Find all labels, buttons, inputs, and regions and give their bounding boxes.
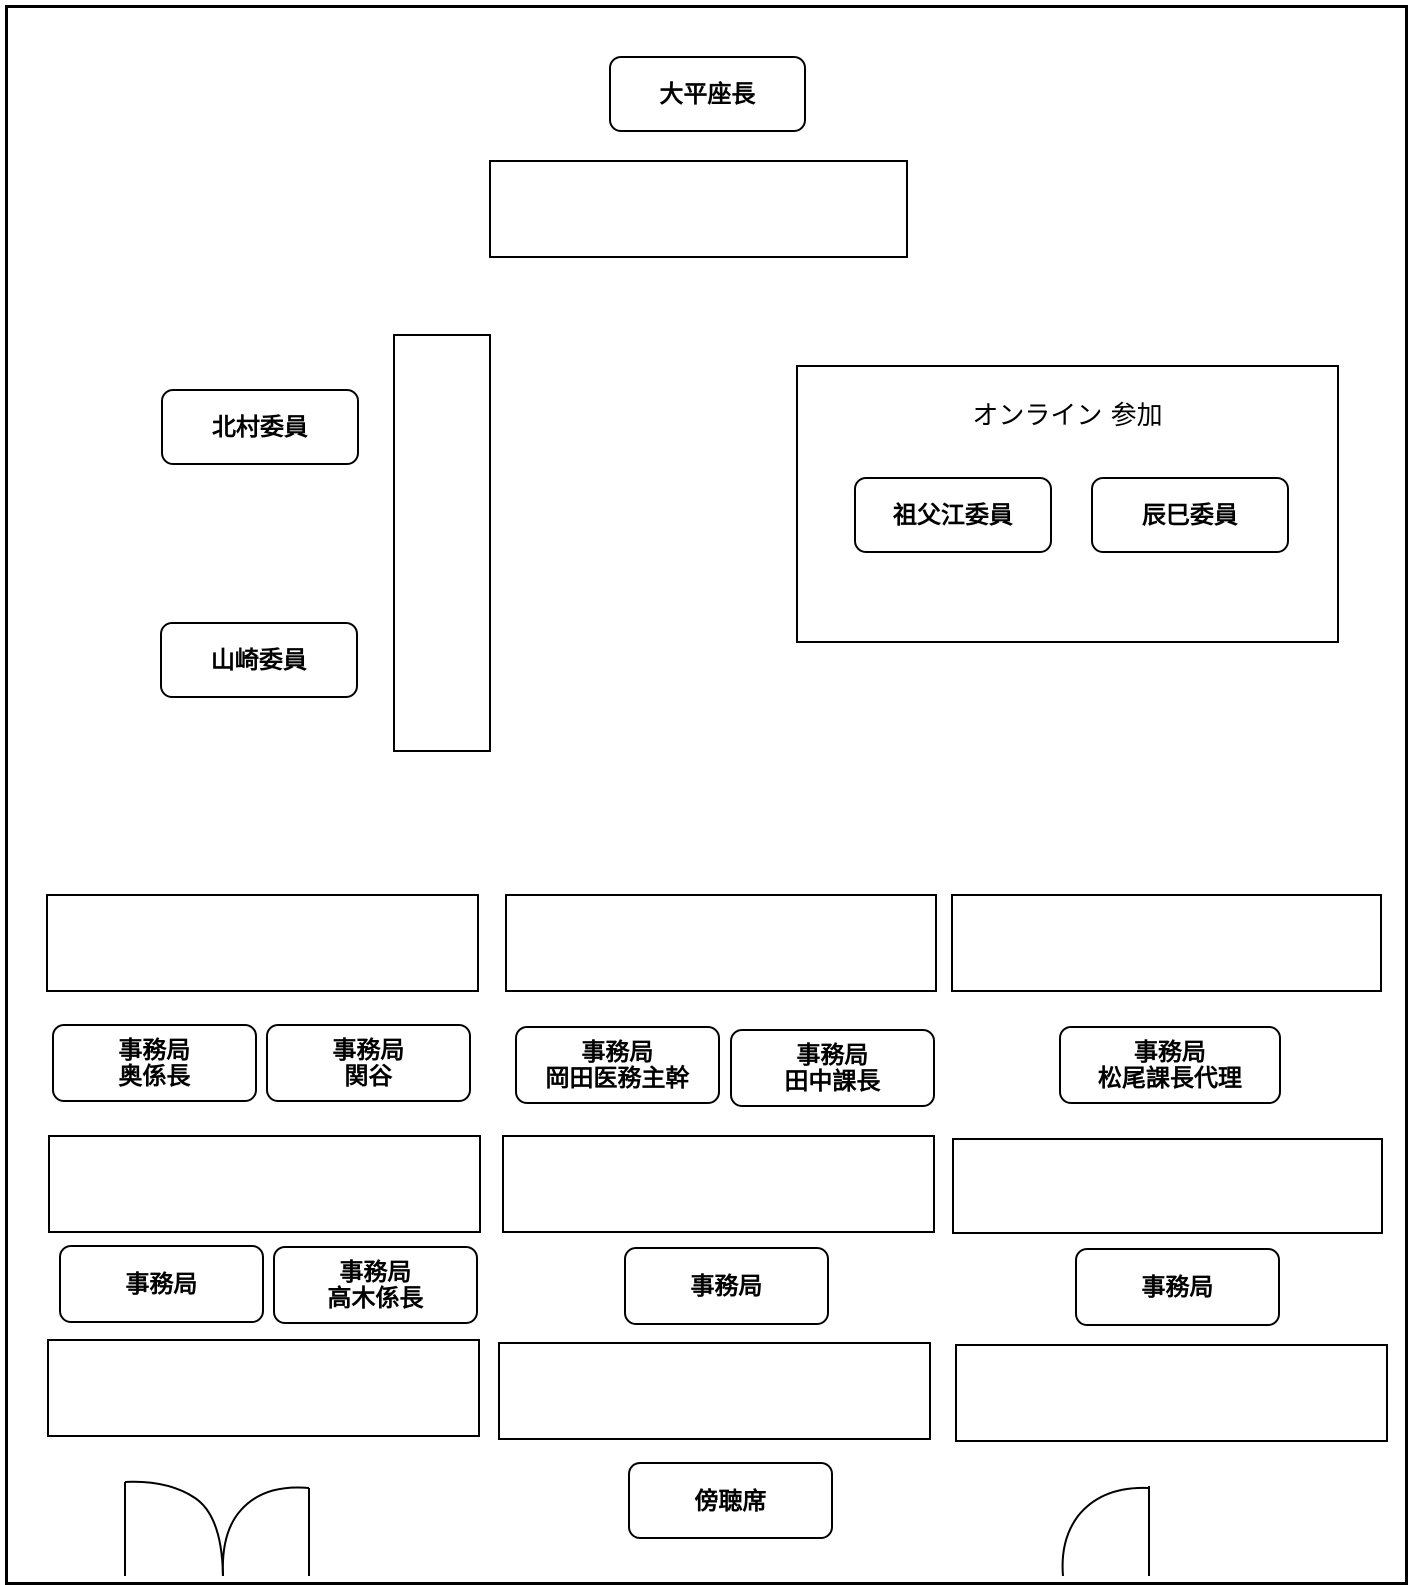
secretariat-table-3-center [498, 1342, 931, 1440]
chair-table [489, 160, 908, 258]
secretariat-seat-row2-4: 事務局 [1075, 1248, 1280, 1326]
secretariat-table-3-left [47, 1339, 480, 1437]
committee-seat-yamazaki: 山崎委員 [160, 622, 358, 698]
committee-table [393, 334, 491, 752]
secretariat-seat-oku: 事務局 奥係長 [52, 1024, 257, 1102]
gallery-seat: 傍聴席 [628, 1462, 833, 1539]
secretariat-seat-tanaka: 事務局 田中課長 [730, 1029, 935, 1107]
secretariat-seat-takagi-label: 事務局 高木係長 [327, 1258, 424, 1312]
secretariat-seat-matsuo: 事務局 松尾課長代理 [1059, 1026, 1281, 1104]
secretariat-seat-row2-3-label: 事務局 [690, 1272, 763, 1300]
double-door-icon [124, 1480, 310, 1577]
online-participation-title: オンライン 参加 [972, 401, 1163, 431]
committee-seat-kitamura: 北村委員 [161, 389, 359, 465]
chair-seat-label: 大平座長 [659, 80, 756, 108]
committee-seat-kitamura-label: 北村委員 [212, 413, 308, 441]
secretariat-table-3-right [955, 1344, 1388, 1442]
online-participation-area: オンライン 参加 [796, 365, 1339, 643]
door-right-swing [221, 1486, 310, 1577]
gallery-seat-label: 傍聴席 [694, 1486, 767, 1515]
secretariat-seat-tanaka-label: 事務局 田中課長 [784, 1041, 881, 1095]
secretariat-seat-row2-1: 事務局 [59, 1245, 264, 1323]
committee-seat-yamazaki-label: 山崎委員 [211, 646, 307, 674]
secretariat-seat-sekiya-label: 事務局 関谷 [332, 1036, 405, 1090]
secretariat-seat-okada-label: 事務局 岡田医務主幹 [545, 1038, 690, 1092]
secretariat-table-1-left [46, 894, 479, 992]
online-seat-sofue-label: 祖父江委員 [893, 501, 1013, 529]
secretariat-seat-oku-label: 事務局 奥係長 [118, 1036, 191, 1090]
online-seat-sofue: 祖父江委員 [854, 477, 1052, 553]
secretariat-seat-okada: 事務局 岡田医務主幹 [515, 1026, 720, 1104]
secretariat-table-1-center [505, 894, 937, 992]
secretariat-seat-row2-1-label: 事務局 [125, 1270, 198, 1298]
single-door-icon [1061, 1486, 1150, 1577]
secretariat-seat-row2-3: 事務局 [624, 1247, 829, 1325]
door-left-swing [124, 1480, 224, 1577]
secretariat-table-1-right [951, 894, 1382, 992]
secretariat-seat-matsuo-label: 事務局 松尾課長代理 [1098, 1038, 1242, 1092]
secretariat-table-2-center [502, 1135, 935, 1233]
online-seat-tatsumi: 辰巳委員 [1091, 477, 1289, 553]
secretariat-seat-sekiya: 事務局 関谷 [266, 1024, 471, 1102]
chair-seat: 大平座長 [609, 56, 806, 132]
secretariat-table-2-left [48, 1135, 481, 1233]
door-swing [1061, 1486, 1150, 1577]
secretariat-seat-row2-4-label: 事務局 [1141, 1273, 1214, 1301]
secretariat-table-2-right [952, 1138, 1383, 1234]
secretariat-seat-takagi: 事務局 高木係長 [273, 1246, 478, 1324]
online-seat-tatsumi-label: 辰巳委員 [1142, 501, 1238, 529]
